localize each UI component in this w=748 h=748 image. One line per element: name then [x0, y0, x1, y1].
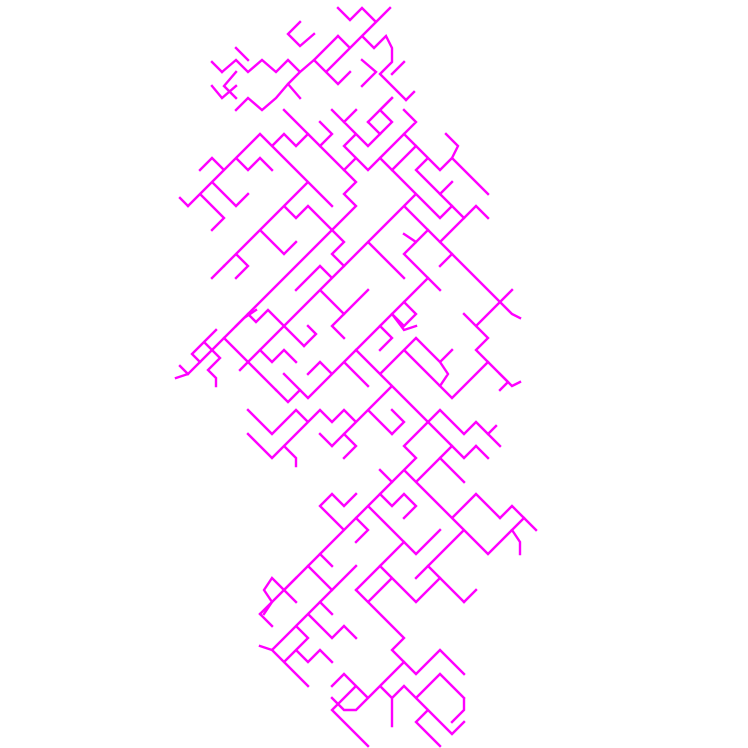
branch-segment	[282, 288, 514, 400]
branching-pattern	[174, 6, 538, 748]
branch-segment	[178, 308, 306, 392]
branch-segment	[330, 660, 466, 748]
branch-segment	[258, 564, 358, 688]
branch-segment	[246, 108, 454, 364]
branch-segment	[258, 324, 502, 628]
branch-segment	[246, 336, 522, 468]
branch-segment	[354, 504, 526, 676]
branch-segment	[178, 96, 490, 352]
branch-segment	[220, 6, 408, 112]
branch-segment	[210, 20, 416, 136]
branch-segment	[186, 132, 346, 280]
branch-segment	[174, 108, 522, 380]
